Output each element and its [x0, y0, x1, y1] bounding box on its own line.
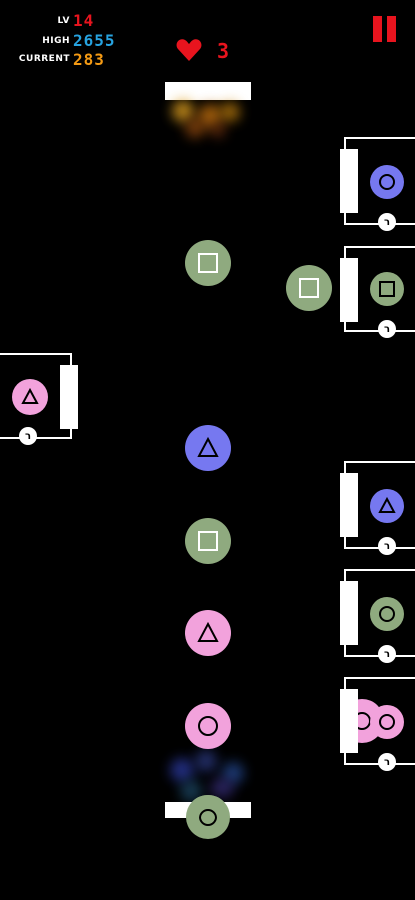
triangle-icon [21, 388, 39, 404]
emitter-particle [172, 100, 194, 122]
emitter-particle [195, 750, 217, 772]
level-value: 14 [73, 11, 95, 30]
box-tag: ר [378, 753, 396, 771]
square-icon [198, 253, 218, 273]
box-tag: ר [19, 427, 37, 445]
side-box: ר [340, 461, 415, 555]
emitter-particle [220, 102, 240, 122]
square-icon [379, 281, 395, 297]
moving-ball[interactable] [286, 265, 332, 311]
top-emitter-bar [165, 82, 251, 100]
current-label: CURRENT [18, 54, 70, 64]
circle-icon [198, 716, 218, 736]
side-box: ר [340, 246, 415, 338]
emitter-particle [180, 780, 202, 802]
box-tag: ר [378, 320, 396, 338]
falling-ball[interactable] [185, 703, 231, 749]
circle-icon [379, 606, 395, 622]
side-box: ר [0, 353, 78, 445]
falling-ball[interactable] [185, 518, 231, 564]
box-gate [60, 365, 78, 429]
square-icon [198, 531, 218, 551]
square-icon [299, 278, 319, 298]
box-tag: ר [378, 537, 396, 555]
emitter-particle [185, 118, 205, 138]
box-gate [340, 581, 358, 645]
circle-icon [379, 714, 395, 730]
box-gate [340, 473, 358, 537]
pause-button[interactable] [373, 16, 397, 42]
triangle-icon [378, 497, 396, 513]
box-ball [370, 165, 404, 199]
falling-ball[interactable] [185, 425, 231, 471]
box-ball [12, 379, 48, 415]
side-box: ר [340, 677, 415, 771]
box-tag: ר [378, 213, 396, 231]
box-gate [340, 258, 358, 322]
side-box: ר [340, 569, 415, 663]
box-gate [340, 689, 358, 753]
triangle-icon [197, 622, 219, 642]
triangle-icon [197, 437, 219, 457]
high-label: HIGH [42, 36, 70, 46]
heart-icon [176, 38, 202, 62]
current-value: 283 [73, 50, 105, 69]
box-gate [340, 149, 358, 213]
level-label: LV [57, 16, 70, 26]
box-ball [370, 489, 404, 523]
high-value: 2655 [73, 31, 116, 50]
falling-ball[interactable] [185, 610, 231, 656]
side-box: ר [340, 137, 415, 231]
spawning-ball-top [186, 795, 230, 818]
falling-ball[interactable] [185, 240, 231, 286]
pause-bar [387, 16, 396, 42]
emitter-particle [170, 758, 194, 782]
box-ball [370, 272, 404, 306]
box-ball [370, 597, 404, 631]
circle-icon [379, 174, 395, 190]
emitter-particle [210, 122, 226, 138]
box-ball [370, 705, 404, 739]
lives-count: 3 [217, 39, 231, 63]
emitter-particle [210, 778, 234, 798]
pause-icon [373, 16, 382, 42]
box-tag: ר [378, 645, 396, 663]
